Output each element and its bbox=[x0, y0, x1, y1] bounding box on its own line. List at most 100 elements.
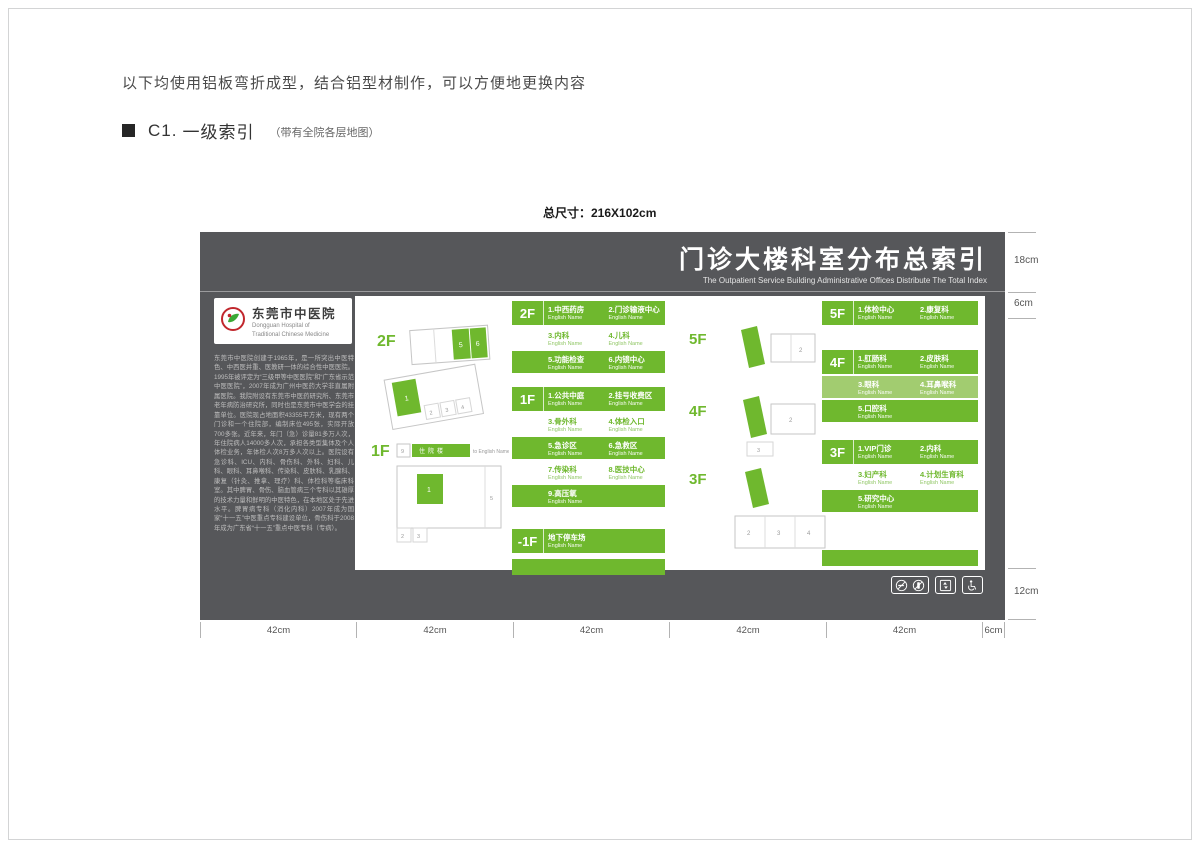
overall-size-label: 总尺寸：216X102cm bbox=[543, 206, 657, 220]
room-number: 2 bbox=[401, 534, 404, 540]
department-name-cn: 5.研究中心 bbox=[858, 493, 895, 503]
empty-green-bar bbox=[822, 550, 978, 566]
department-name-en: English Name bbox=[548, 426, 583, 433]
section-marker-square bbox=[122, 124, 135, 137]
department-name-cn: 4.儿科 bbox=[608, 330, 630, 340]
dimension-segment: 42cm bbox=[200, 622, 356, 638]
department-name-en: English Name bbox=[548, 340, 583, 347]
floor-label: -1F bbox=[512, 529, 544, 553]
department-name-en: English Name bbox=[548, 498, 583, 505]
department-name-cn: 3.眼科 bbox=[858, 379, 880, 389]
dimension-label: 42cm bbox=[423, 624, 447, 636]
department-name-en: English Name bbox=[608, 450, 643, 457]
dimension-label: 12cm bbox=[1014, 586, 1039, 597]
department-name-en: English Name bbox=[608, 426, 643, 433]
dimension-segment: 42cm bbox=[826, 622, 982, 638]
department-name-cn: 4.耳鼻喉科 bbox=[920, 379, 957, 389]
department-name-cn: 地下停车场 bbox=[548, 532, 586, 542]
department-name-cn: 1.公共中庭 bbox=[548, 390, 585, 400]
department-name-cn: 1.VIP门诊 bbox=[858, 443, 892, 453]
dimension-tick bbox=[1008, 232, 1036, 233]
department-name-en: English Name bbox=[858, 503, 893, 510]
room-number: 9 bbox=[401, 449, 404, 455]
floor-map-label: 4F bbox=[689, 403, 707, 420]
department-name-cn: 3.妇产科 bbox=[858, 469, 887, 479]
dimension-tick bbox=[1008, 568, 1036, 569]
floor-map-label: 3F bbox=[689, 471, 707, 488]
department-name-cn: 5.功能检查 bbox=[548, 354, 585, 364]
floor-label: 2F bbox=[512, 301, 544, 325]
dimension-label: 6cm bbox=[984, 624, 1003, 636]
department-name-en: English Name bbox=[608, 314, 643, 321]
section-heading: C1. 一级索引 （带有全院各层地图） bbox=[122, 118, 379, 143]
department-name-en: English Name bbox=[920, 389, 955, 396]
department-entry bbox=[605, 529, 666, 553]
department-name-en: English Name bbox=[858, 413, 893, 420]
dimension-label: 18cm bbox=[1014, 255, 1039, 266]
room-number: 1 bbox=[427, 487, 431, 494]
department-name-en: English Name bbox=[608, 474, 643, 481]
department-name-cn: 5.口腔科 bbox=[858, 403, 887, 413]
department-name-en: English Name bbox=[608, 364, 643, 371]
department-entry bbox=[916, 490, 978, 512]
room-number: 4 bbox=[461, 405, 465, 411]
department-name-en: English Name bbox=[548, 542, 583, 549]
floor-map-5f: 5F 2 bbox=[683, 320, 828, 392]
section-note: （带有全院各层地图） bbox=[269, 127, 380, 139]
dimension-tick bbox=[1008, 292, 1036, 293]
elevator-icon bbox=[939, 579, 952, 591]
room-number: 3 bbox=[417, 534, 420, 540]
no-cellphone-icon bbox=[912, 579, 925, 591]
department-name-en: English Name bbox=[858, 363, 893, 370]
dimension-segment: 42cm bbox=[669, 622, 826, 638]
dimension-tick bbox=[1008, 318, 1036, 319]
department-entry bbox=[605, 485, 666, 507]
department-name-cn: 4.体检入口 bbox=[608, 416, 645, 426]
sign-subtitle: The Outpatient Service Building Administ… bbox=[702, 276, 987, 285]
spacer bbox=[822, 514, 978, 550]
department-name-cn: 5.急诊区 bbox=[548, 440, 577, 450]
room-number: 4 bbox=[807, 531, 811, 537]
dimension-segment: 42cm bbox=[356, 622, 513, 638]
floor-label bbox=[512, 351, 544, 373]
page-border bbox=[8, 8, 1192, 840]
hospital-logo-icon bbox=[220, 306, 246, 337]
department-name-en: English Name bbox=[858, 389, 893, 396]
department-entry bbox=[916, 400, 978, 422]
department-name-en: English Name bbox=[920, 479, 955, 486]
dimension-label: 42cm bbox=[266, 624, 291, 636]
floor-label: 3F bbox=[822, 440, 854, 464]
floor-label: 5F bbox=[822, 301, 854, 325]
department-name-en: English Name bbox=[608, 400, 643, 407]
room-number: 2 bbox=[747, 531, 751, 537]
room-number: 3 bbox=[777, 531, 781, 537]
department-name-cn: 1.中西药房 bbox=[548, 304, 585, 314]
floor-label bbox=[512, 327, 544, 349]
header-divider bbox=[200, 291, 1005, 292]
prohibition-icon-group bbox=[891, 576, 929, 594]
floor-map-label: 1F bbox=[371, 443, 390, 460]
